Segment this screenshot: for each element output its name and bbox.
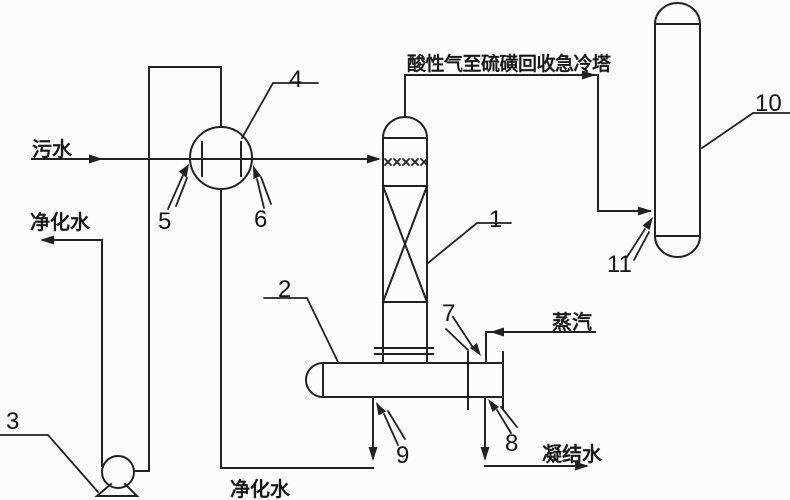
reboiler-drum bbox=[305, 351, 504, 410]
sour-water-feed-line bbox=[31, 154, 381, 164]
callout-leader-10 bbox=[701, 112, 790, 149]
arrowhead bbox=[89, 154, 103, 164]
label-purified-water-out: 净化水 bbox=[30, 210, 91, 234]
arrowhead bbox=[368, 447, 378, 461]
callout-arrow-7 bbox=[445, 316, 481, 356]
callout-arrow-8 bbox=[488, 399, 518, 434]
callout-arrow-11 bbox=[626, 217, 653, 261]
callout-number-3: 3 bbox=[6, 408, 19, 435]
stripper-column bbox=[374, 74, 434, 364]
arrowhead bbox=[582, 70, 596, 80]
callout-leader-1 bbox=[427, 222, 512, 264]
label-steam: 蒸汽 bbox=[552, 310, 592, 334]
demister-marks bbox=[384, 158, 428, 166]
arrowhead bbox=[490, 327, 504, 337]
callout-number-2: 2 bbox=[278, 276, 291, 303]
callout-arrow-9 bbox=[376, 402, 406, 446]
callout-arrow-5 bbox=[167, 164, 189, 210]
callout-number-9: 9 bbox=[396, 442, 409, 469]
callout-arrow-6 bbox=[253, 165, 272, 209]
callout-number-11: 11 bbox=[607, 251, 632, 278]
packing-x bbox=[381, 184, 429, 304]
label-acid-gas-destination: 酸性气至硫磺回收急冷塔 bbox=[407, 52, 612, 75]
condensate-line bbox=[480, 396, 589, 471]
quench-tower-column bbox=[653, 2, 702, 258]
recycle-loop-line bbox=[133, 66, 378, 472]
callout-number-1: 1 bbox=[489, 206, 502, 233]
callout-leader-4 bbox=[241, 82, 319, 139]
arrowhead bbox=[40, 235, 54, 245]
steam-line bbox=[485, 327, 596, 364]
label-sour-water: 污水 bbox=[32, 138, 73, 161]
acid-gas-line bbox=[404, 70, 652, 216]
arrowhead bbox=[367, 154, 381, 164]
callout-leader-3 bbox=[0, 434, 99, 493]
callout-leader-2 bbox=[263, 297, 339, 363]
callout-number-4: 4 bbox=[289, 66, 302, 93]
feed-heat-exchanger bbox=[189, 126, 253, 190]
pump-discharge-line bbox=[40, 235, 103, 467]
callout-number-7: 7 bbox=[442, 300, 455, 327]
arrowhead bbox=[480, 447, 490, 461]
callout-number-8: 8 bbox=[505, 430, 518, 457]
label-condensate: 凝结水 bbox=[542, 442, 603, 466]
bottom-flange bbox=[374, 347, 434, 355]
callout-number-10: 10 bbox=[755, 90, 782, 117]
callout-number-6: 6 bbox=[254, 206, 267, 233]
pump bbox=[94, 455, 140, 497]
arrowhead bbox=[638, 206, 652, 216]
label-purified-water-bottom: 净化水 bbox=[230, 477, 291, 500]
callout-number-5: 5 bbox=[158, 208, 171, 235]
arrowhead bbox=[575, 461, 589, 471]
